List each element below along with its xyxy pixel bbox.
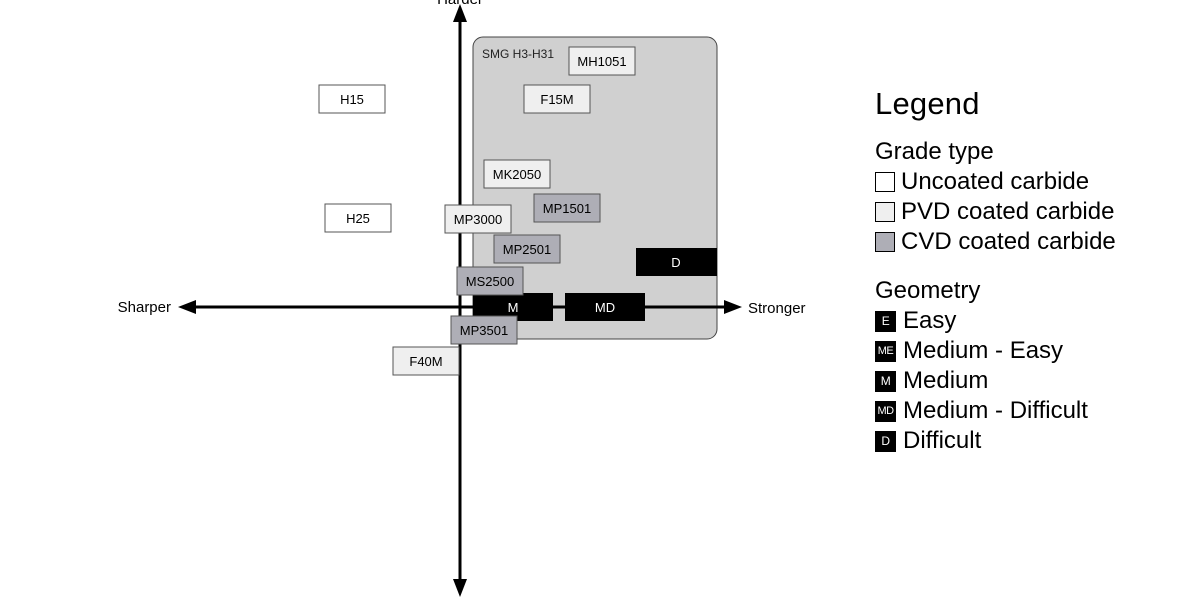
pvd-swatch — [875, 202, 895, 222]
smg-region-label: SMG H3-H31 — [482, 47, 554, 61]
axis-arrow-up — [453, 4, 467, 22]
legend-title: Legend — [875, 86, 980, 121]
grade-box: MP3501 — [450, 315, 518, 345]
grade-label: MP3000 — [454, 212, 502, 227]
legend-item-uncoated: Uncoated carbide — [875, 167, 1185, 197]
axis-arrow-down — [453, 579, 467, 597]
geometry-bar-difficult: D — [636, 248, 717, 276]
cvd-swatch — [875, 232, 895, 252]
legend-item-label: Uncoated carbide — [901, 168, 1090, 195]
axis-label-harder: Harder — [437, 0, 483, 8]
grade-box: MP1501 — [533, 193, 601, 223]
grade-box: MK2050 — [483, 159, 551, 189]
axis-label-stronger: Stronger — [748, 300, 806, 317]
axis-label-sharper: Sharper — [118, 299, 171, 316]
legend-item-label: PVD coated carbide — [901, 198, 1115, 225]
grade-label: MH1051 — [577, 54, 626, 69]
legend-item-medium: M Medium — [875, 366, 1185, 396]
grade-label: MK2050 — [493, 167, 541, 182]
grade-label: MP2501 — [503, 242, 551, 257]
grade-label: MS2500 — [466, 274, 514, 289]
legend-item-cvd: CVD coated carbide — [875, 227, 1185, 257]
geometry-bar-label: M — [508, 300, 519, 315]
grade-box: MH1051 — [568, 46, 636, 76]
grade-box: F15M — [523, 84, 591, 114]
legend-item-easy: E Easy — [875, 306, 1185, 336]
geometry-badge-e: E — [875, 310, 896, 332]
geometry-bar-label: MD — [595, 300, 615, 315]
legend-item-label: Easy — [903, 307, 957, 334]
legend-item-pvd: PVD coated carbide — [875, 197, 1185, 227]
geometry-bar-medium-difficult: MD — [565, 293, 645, 321]
grade-diagram: SMG H3-H31 Harder Sharper Stronger M MD … — [118, 0, 806, 597]
grade-box: H15 — [318, 84, 386, 114]
grade-label: F40M — [409, 354, 442, 369]
geometry-bar-label: D — [671, 255, 680, 270]
grade-label: H15 — [340, 92, 364, 107]
legend-item-label: CVD coated carbide — [901, 228, 1116, 255]
grade-type-title: Grade type — [875, 138, 994, 165]
geometry-title: Geometry — [875, 277, 981, 304]
grade-label: MP1501 — [543, 201, 591, 216]
legend-item-difficult: D Difficult — [875, 426, 1185, 456]
grade-box: MP3000 — [444, 204, 512, 234]
grade-box: H25 — [324, 203, 392, 233]
legend-item-medium-easy: ME Medium - Easy — [875, 336, 1185, 366]
grade-box: MS2500 — [456, 266, 524, 296]
legend: Legend Grade type Uncoated carbide PVD c… — [875, 86, 1185, 456]
legend-item-label: Difficult — [903, 427, 982, 454]
geometry-badge-d: D — [875, 430, 896, 452]
grade-label: H25 — [346, 211, 370, 226]
geometry-badge-me: ME — [875, 340, 896, 362]
grade-box: F40M — [392, 346, 460, 376]
legend-item-label: Medium — [903, 367, 989, 394]
legend-item-label: Medium - Difficult — [903, 397, 1088, 424]
legend-item-medium-difficult: MD Medium - Difficult — [875, 396, 1185, 426]
geometry-badge-m: M — [875, 370, 896, 392]
axis-arrow-left — [178, 300, 196, 314]
grade-label: MP3501 — [460, 323, 508, 338]
geometry-badge-md: MD — [875, 400, 896, 422]
legend-item-label: Medium - Easy — [903, 337, 1064, 364]
uncoated-swatch — [875, 172, 895, 192]
grade-label: F15M — [540, 92, 573, 107]
axis-arrow-right — [724, 300, 742, 314]
grade-box: MP2501 — [493, 234, 561, 264]
